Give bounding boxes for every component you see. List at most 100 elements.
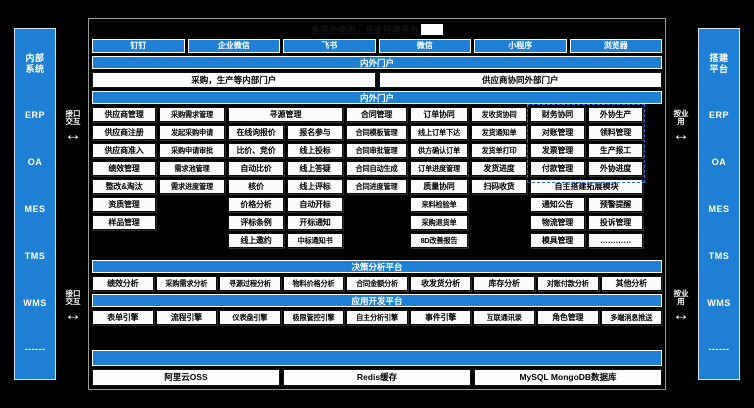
cell-supplier-5[interactable]: 资质管理 — [92, 197, 156, 212]
cell-sourcing-l-5[interactable]: 评标条例 — [228, 215, 284, 230]
cell-delivery-4[interactable]: 扫码收货 — [471, 179, 527, 194]
cell-supplier-6[interactable]: 样品管理 — [92, 215, 156, 230]
decision-item-8[interactable]: 其他分析 — [600, 276, 663, 291]
cell-sourcing-r-0[interactable]: 报名参与 — [287, 125, 343, 140]
cell-delivery-3[interactable]: 发货进度 — [471, 161, 527, 176]
client-tabs: 钉钉 企业微信 飞书 微信 小程序 浏览器 — [92, 39, 662, 53]
column-delivery: 发收货协同 发货通知单 发货单打印 发货进度 扫码收货 — [471, 107, 527, 257]
cell-outsource-3[interactable]: 外协进度 — [588, 161, 643, 176]
cell-sourcing-l-6[interactable]: 线上邀约 — [228, 233, 284, 248]
infra-database[interactable]: MySQL MongoDB数据库 — [474, 369, 662, 386]
cell-finance-2[interactable]: 发票管理 — [530, 143, 585, 158]
selection-highlight — [421, 23, 443, 35]
double-arrow-icon: ↔ — [64, 124, 82, 144]
cell-sourcing-l-4[interactable]: 价格分析 — [228, 197, 284, 212]
cell-sourcing-r-3[interactable]: 线上评标 — [287, 179, 343, 194]
cell-extend-r-1[interactable]: 投诉管理 — [588, 215, 643, 230]
decision-item-6[interactable]: 库存分析 — [473, 276, 535, 291]
cell-outsource-1[interactable]: 领料管理 — [588, 125, 643, 140]
appdev-item-1[interactable]: 流程引擎 — [155, 310, 218, 325]
portal-row: 采购，生产等内部门户 供应商协同外部门户 — [92, 72, 662, 88]
cell-sourcing-l-3[interactable]: 核价 — [228, 179, 284, 194]
cell-order-6[interactable]: 采购退货单 — [410, 215, 468, 230]
cell-sourcing-r-6[interactable]: 中标通知书 — [287, 233, 343, 248]
cell-sourcing-r-5[interactable]: 开标通知 — [287, 215, 343, 230]
cell-supplier-1[interactable]: 供应商注册 — [92, 125, 156, 140]
cell-delivery-2[interactable]: 发货单打印 — [471, 143, 527, 158]
cell-supplier-3[interactable]: 绩效管理 — [92, 161, 156, 176]
cell-finance-0[interactable]: 财务协同 — [530, 107, 585, 122]
appdev-item-3[interactable]: 极限管控引擎 — [282, 310, 345, 325]
column-order: 订单协同 线上订单下达 供方确认订单 订单进度管理 质量协同 来料检验单 采购退… — [410, 107, 468, 257]
infra-oss[interactable]: 阿里云OSS — [92, 369, 280, 386]
cell-order-7[interactable]: 8D改善报告 — [410, 233, 468, 248]
decision-item-7[interactable]: 对账付款分析 — [536, 276, 599, 291]
cell-sourcing-l-0[interactable]: 在线询报价 — [228, 125, 284, 140]
cell-extend-head[interactable]: 自主搭建拓展模块 — [530, 179, 643, 194]
appdev-item-0[interactable]: 表单引擎 — [92, 310, 154, 325]
cell-sourcing-l-1[interactable]: 比价、竞价 — [228, 143, 284, 158]
portal-external[interactable]: 供应商协同外部门户 — [378, 72, 662, 88]
cell-demand-0[interactable]: 采购需求管理 — [159, 107, 225, 122]
tab-dingtalk[interactable]: 钉钉 — [92, 39, 185, 53]
interaction-left-top-label: 接口 交互 — [65, 109, 81, 127]
fin-pair-3: 付款管理 外协进度 — [530, 161, 643, 176]
appdev-item-6[interactable]: 互联通讯录 — [473, 310, 535, 325]
cell-order-2[interactable]: 供方确认订单 — [410, 143, 468, 158]
cell-contract-1[interactable]: 合同模板管理 — [346, 125, 407, 140]
cell-contract-2[interactable]: 合同审批管理 — [346, 143, 407, 158]
infra-redis[interactable]: Redis缓存 — [283, 369, 471, 386]
cell-demand-4[interactable]: 需求进度管理 — [159, 179, 225, 194]
cell-finance-3[interactable]: 付款管理 — [530, 161, 585, 176]
tab-browser[interactable]: 浏览器 — [569, 39, 662, 53]
appdev-item-5[interactable]: 事件引擎 — [409, 310, 472, 325]
sourcing-pair-5: 价格分析 自动开标 — [228, 197, 343, 212]
cell-outsource-0[interactable]: 外协生产 — [588, 107, 643, 122]
cell-delivery-0[interactable]: 发收货协同 — [471, 107, 527, 122]
portal-header-1: 内外门户 — [92, 56, 662, 69]
cell-contract-3[interactable]: 合同自动生成 — [346, 161, 407, 176]
cell-sourcing-r-1[interactable]: 线上投标 — [287, 143, 343, 158]
cell-order-5[interactable]: 来料检验单 — [410, 197, 468, 212]
tab-wechat[interactable]: 微信 — [378, 39, 471, 53]
portal-header-2: 内外门户 — [92, 91, 662, 104]
appdev-item-4[interactable]: 自主分析引擎 — [346, 310, 408, 325]
cell-extend-r-0[interactable]: 预警提醒 — [588, 197, 643, 212]
cell-outsource-2[interactable]: 生产报工 — [588, 143, 643, 158]
cell-sourcing-r-2[interactable]: 线上答疑 — [287, 161, 343, 176]
cell-demand-2[interactable]: 采购申请审批 — [159, 143, 225, 158]
cell-supplier-2[interactable]: 供应商准入 — [92, 143, 156, 158]
cell-extend-r-2[interactable]: ………… — [588, 233, 643, 248]
tab-miniprogram[interactable]: 小程序 — [474, 39, 567, 53]
cell-supplier-0[interactable]: 供应商管理 — [92, 107, 156, 122]
cell-delivery-1[interactable]: 发货通知单 — [471, 125, 527, 140]
cell-demand-1[interactable]: 发起采购申请 — [159, 125, 225, 140]
cell-order-0[interactable]: 订单协同 — [410, 107, 468, 122]
cell-contract-4[interactable]: 合同进度管理 — [346, 179, 407, 194]
decision-item-5[interactable]: 收发货分析 — [409, 276, 472, 291]
cell-contract-0[interactable]: 合同管理 — [346, 107, 407, 122]
cell-extend-l-1[interactable]: 物流管理 — [530, 215, 585, 230]
cell-order-1[interactable]: 线上订单下达 — [410, 125, 468, 140]
appdev-item-8[interactable]: 多端消息推送 — [600, 310, 663, 325]
cell-finance-1[interactable]: 对账管理 — [530, 125, 585, 140]
cell-order-4[interactable]: 质量协同 — [410, 179, 468, 194]
decision-item-2[interactable]: 寻源过程分析 — [219, 276, 281, 291]
portal-internal[interactable]: 采购，生产等内部门户 — [92, 72, 376, 88]
cell-order-3[interactable]: 订单进度管理 — [410, 161, 468, 176]
decision-item-0[interactable]: 绩效分析 — [92, 276, 154, 291]
cell-extend-l-2[interactable]: 模具管理 — [530, 233, 585, 248]
cell-sourcing-r-4[interactable]: 自动开标 — [287, 197, 343, 212]
cell-supplier-4[interactable]: 整改&淘汰 — [92, 179, 156, 194]
cell-sourcing-head[interactable]: 寻源管理 — [228, 107, 343, 122]
cell-sourcing-l-2[interactable]: 自动比价 — [228, 161, 284, 176]
tab-wecom[interactable]: 企业微信 — [187, 39, 280, 53]
decision-item-1[interactable]: 采购需求分析 — [155, 276, 218, 291]
tab-feishu[interactable]: 飞书 — [283, 39, 376, 53]
decision-item-3[interactable]: 物料价格分析 — [282, 276, 345, 291]
decision-item-4[interactable]: 合同金额分析 — [346, 276, 408, 291]
appdev-item-2[interactable]: 仪表盘引擎 — [219, 310, 281, 325]
cell-extend-l-0[interactable]: 通知公告 — [530, 197, 585, 212]
appdev-item-7[interactable]: 角色管理 — [536, 310, 599, 325]
cell-demand-3[interactable]: 需求池管理 — [159, 161, 225, 176]
